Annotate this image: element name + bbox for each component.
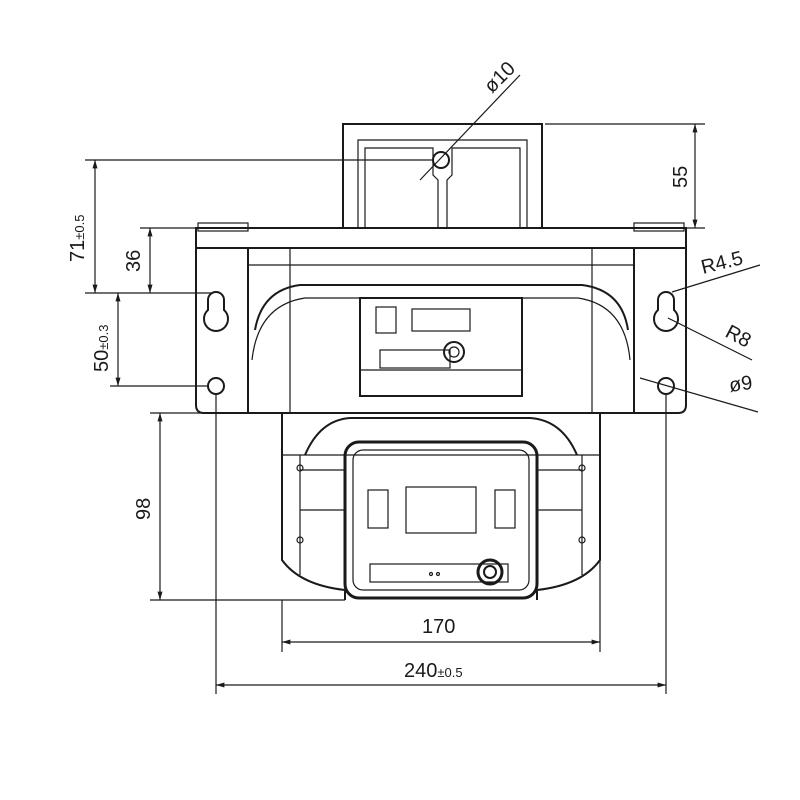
mounting-hole-top	[432, 151, 450, 169]
lower-unit	[281, 413, 601, 600]
lock-knob	[476, 558, 504, 586]
label-height-50: 50±0.3	[91, 325, 113, 372]
label-hole-side: ø9	[728, 372, 754, 397]
side-hole-left	[207, 377, 225, 395]
main-housing	[195, 222, 687, 414]
dimension-lines	[85, 74, 761, 694]
label-bracket-height: 55	[670, 166, 692, 188]
keyhole-slot-right	[653, 291, 679, 332]
label-height-71: 71±0.5	[67, 215, 89, 262]
label-height-98: 98	[133, 498, 155, 520]
front-panel	[343, 440, 539, 600]
label-width-170: 170	[422, 616, 455, 638]
label-width-240: 240±0.5	[404, 660, 463, 682]
keyhole-slot-left	[203, 291, 229, 332]
label-height-36: 36	[123, 250, 145, 272]
top-bracket	[342, 123, 543, 228]
label-hole-top: ø10	[480, 58, 520, 98]
label-slot-radius-small: R4.5	[699, 247, 745, 279]
